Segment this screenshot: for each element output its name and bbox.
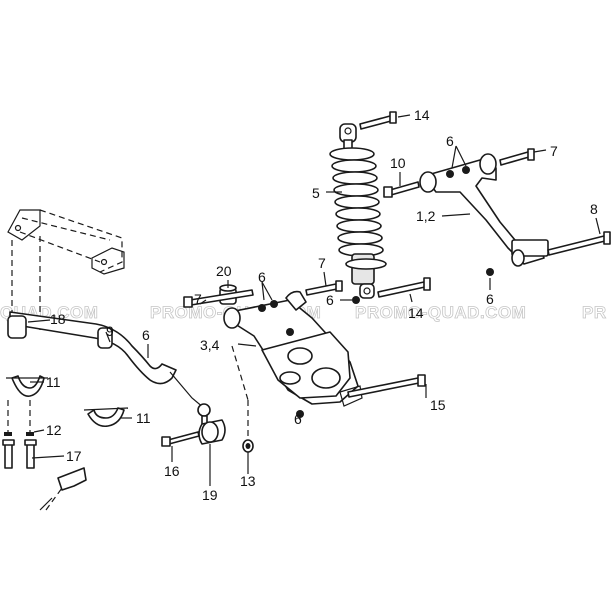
clamp-bolts <box>2 400 37 469</box>
watermark-right: PROMO-QUAD.COM <box>355 303 526 322</box>
callout-7-shock: 7 <box>318 255 326 271</box>
bushing-clamp-left <box>6 375 48 397</box>
lower-arm <box>223 290 363 407</box>
leader-lines <box>27 114 601 486</box>
callout-9: 9 <box>106 323 114 339</box>
callout-17: 17 <box>66 448 82 464</box>
callout-13: 13 <box>240 473 256 489</box>
callout-1-2: 1,2 <box>416 208 436 224</box>
callout-6-lower-pivot: 6 <box>294 411 302 427</box>
a-arm-bolt-front <box>383 181 420 198</box>
callout-3-4: 3,4 <box>200 337 220 353</box>
watermark-edge: PR <box>582 303 607 322</box>
link-bolt <box>161 431 200 447</box>
callout-11-right: 11 <box>136 410 151 426</box>
callout-14-top: 14 <box>414 107 430 123</box>
callout-8: 8 <box>590 201 598 217</box>
retainer-clip <box>39 467 87 511</box>
link-nut <box>231 345 254 453</box>
callout-10: 10 <box>390 155 406 171</box>
shock-absorber <box>329 123 387 299</box>
upper-a-arm <box>419 153 549 267</box>
callout-20: 20 <box>216 263 232 279</box>
lower-arm-pivot-bolt <box>183 289 278 312</box>
callout-6-sway-bar: 6 <box>142 327 150 343</box>
callout-16: 16 <box>164 463 180 479</box>
callout-15: 15 <box>430 397 446 413</box>
callout-6-shock: 6 <box>326 292 334 308</box>
sway-bar <box>7 311 177 385</box>
coil-spring <box>331 159 384 257</box>
callout-7-pivot: 7 <box>194 291 202 307</box>
callout-11-left: 11 <box>46 374 61 390</box>
lower-pivot-bolt <box>296 374 426 418</box>
callout-6-a-arm-nut: 6 <box>486 291 494 307</box>
shock-top-bolt <box>359 111 397 130</box>
a-arm-bolt-rear <box>499 148 535 166</box>
callout-14-bottom: 14 <box>408 305 424 321</box>
a-arm-long-bolt <box>486 231 611 276</box>
shock-bottom-bolt <box>377 277 431 298</box>
bushing-clamp-right <box>83 407 129 428</box>
callout-6-lower-arm: 6 <box>258 269 266 285</box>
callout-7-a-arm: 7 <box>550 143 558 159</box>
link-bushing <box>198 419 226 445</box>
callout-5: 5 <box>312 185 320 201</box>
callout-6-a-arm: 6 <box>446 133 454 149</box>
callout-18: 18 <box>50 311 66 327</box>
callout-19: 19 <box>202 487 218 503</box>
shock-mount-bolt <box>305 280 360 304</box>
callout-12: 12 <box>46 422 62 438</box>
callout-labels: 14 6 7 10 5 1,2 8 20 7 6 6 7 6 14 18 9 6… <box>46 107 598 503</box>
